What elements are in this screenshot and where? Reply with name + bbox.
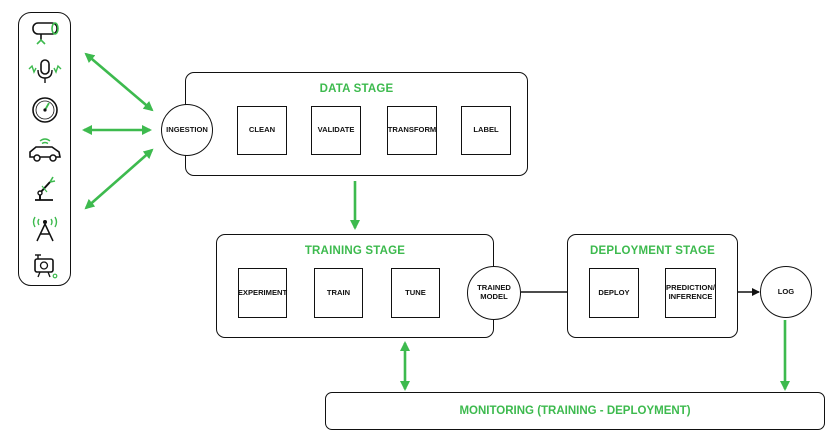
trained-model-node: TRAINED MODEL	[467, 266, 521, 320]
robot-arm-icon	[35, 176, 56, 201]
training-stage-title: TRAINING STAGE	[304, 245, 406, 257]
prediction-inference-step: PREDICTION/ INFERENCE	[665, 268, 716, 318]
data-sources-panel	[18, 12, 71, 286]
monitoring-label: MONITORING (TRAINING - DEPLOYMENT)	[459, 405, 691, 417]
experiment-step: EXPERIMENT	[238, 268, 287, 318]
ingestion-node: INGESTION	[161, 104, 213, 156]
connected-car-icon	[29, 138, 61, 162]
camera-sensor-icon	[34, 254, 58, 279]
clean-step: CLEAN	[237, 106, 287, 155]
tune-step: TUNE	[391, 268, 440, 318]
pipe-valve-icon	[32, 22, 59, 45]
source-ingestion-arrow-3	[84, 148, 154, 210]
monitoring-bar: MONITORING (TRAINING - DEPLOYMENT)	[325, 392, 825, 430]
transform-step: TRANSFORM	[387, 106, 437, 155]
radio-tower-icon	[32, 216, 58, 242]
validate-step: VALIDATE	[311, 106, 361, 155]
gauge-icon	[32, 97, 58, 123]
deploy-step: DEPLOY	[589, 268, 639, 318]
train-step: TRAIN	[314, 268, 363, 318]
source-ingestion-arrow-1	[84, 52, 154, 112]
microphone-sound-icon	[28, 59, 62, 83]
data-stage-title: DATA STAGE	[319, 83, 394, 95]
label-step: LABEL	[461, 106, 511, 155]
log-node: LOG	[760, 266, 812, 318]
deployment-stage-title: DEPLOYMENT STAGE	[589, 245, 716, 257]
